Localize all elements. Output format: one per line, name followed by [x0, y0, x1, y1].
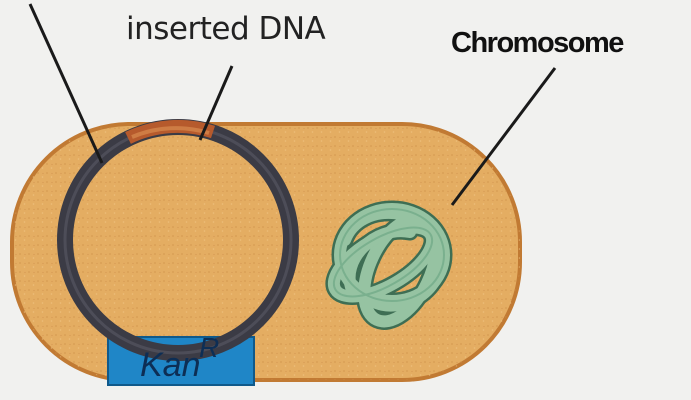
inserted-dna-label: inserted DNA [126, 11, 326, 47]
kan-marker-label: Kan [140, 346, 201, 384]
kan-marker-superscript: R [199, 332, 219, 363]
chromosome-label: Chromosome [451, 27, 624, 59]
